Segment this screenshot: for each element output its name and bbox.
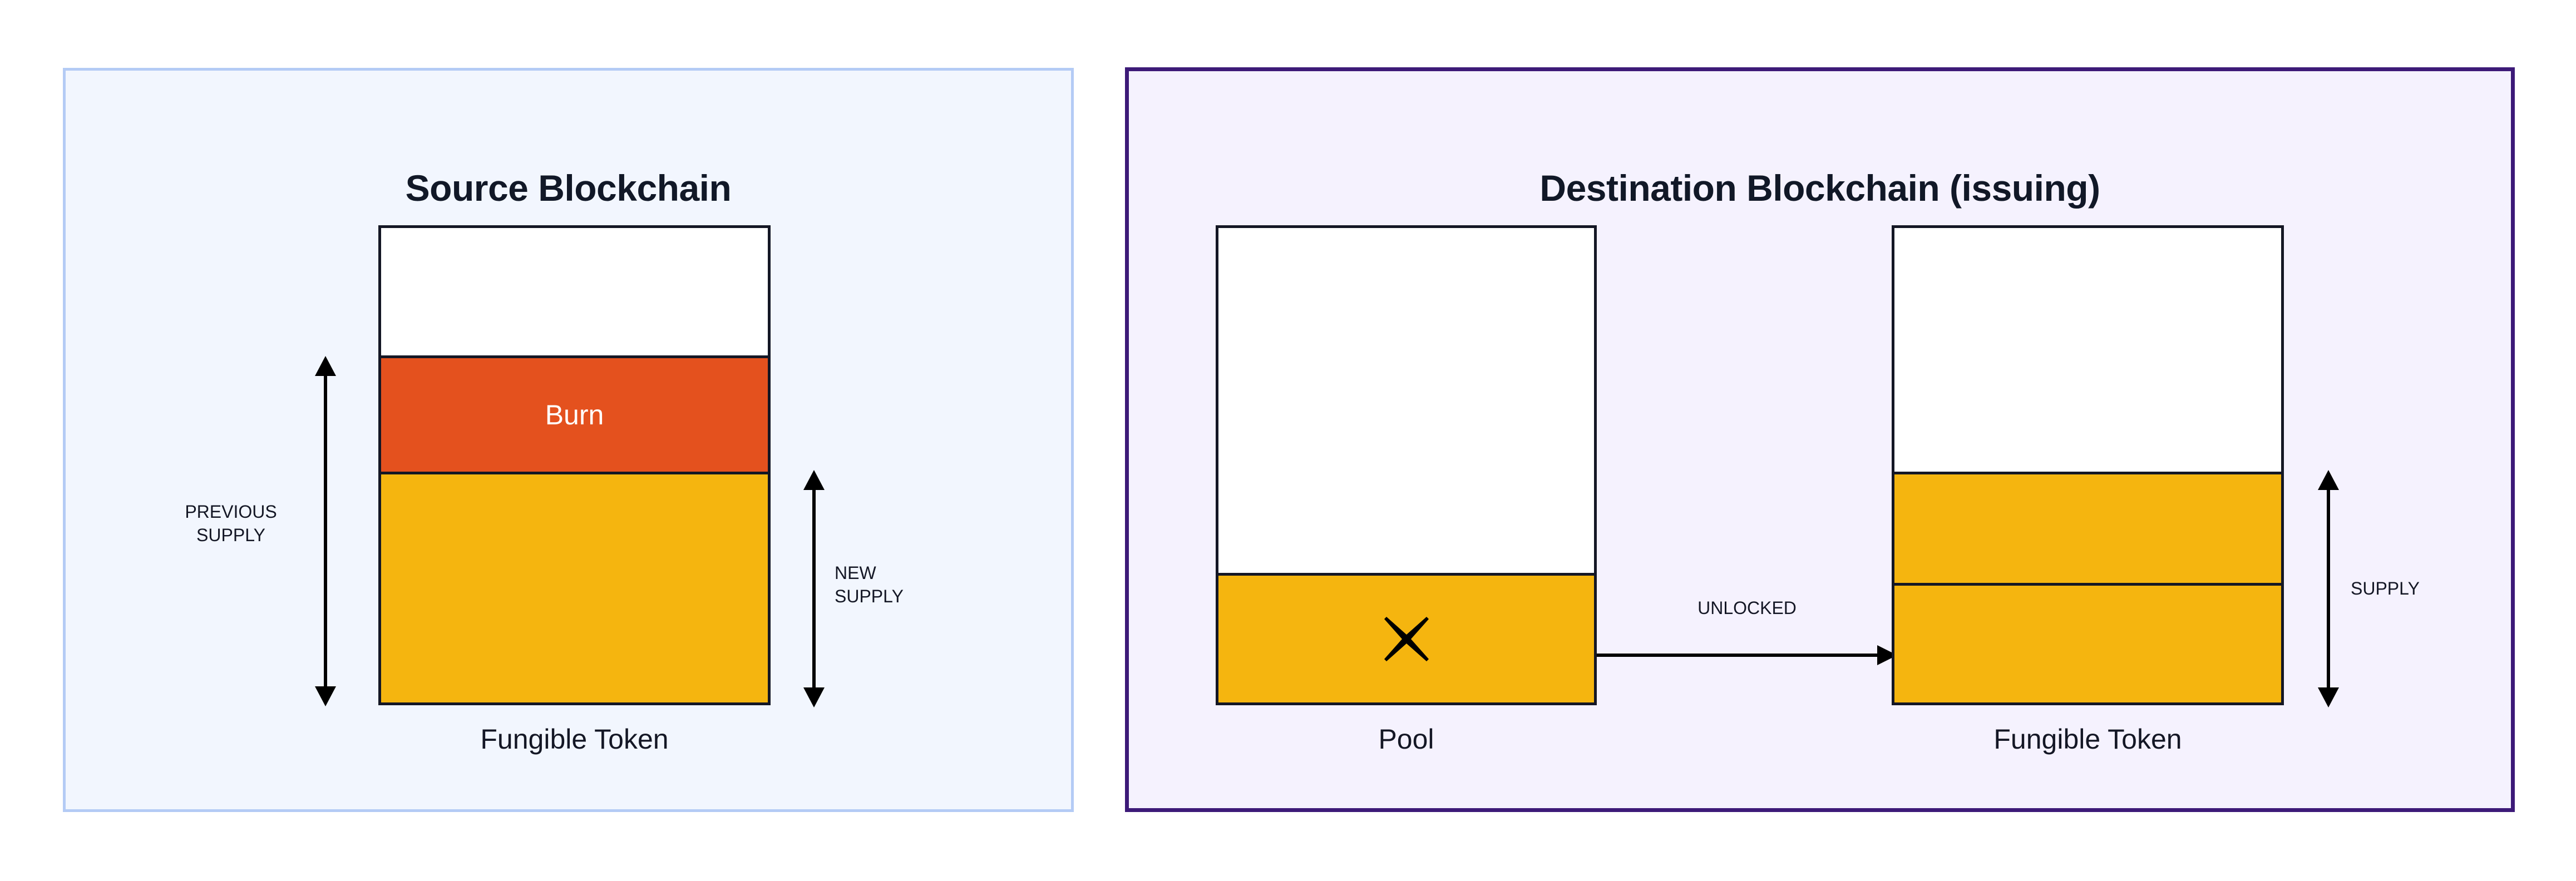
source-fungible-token-caption: Fungible Token [480,724,669,755]
destination-fungible-token-caption: Fungible Token [1993,724,2182,755]
source-token-segment-remaining-supply [381,472,768,702]
destination-fungible-token-box [1892,225,2284,705]
burn-segment-label: Burn [545,399,604,430]
pool-segment-locked [1218,573,1594,702]
pool-box [1216,225,1597,705]
unlocked-flow-arrow [1597,645,1897,665]
destination-token-segment-empty [1894,228,2281,472]
source-token-segment-burn: Burn [381,355,768,472]
unlocked-flow-label: UNLOCKED [1697,598,1797,618]
destination-panel-title: Destination Blockchain (issuing) [1539,167,2100,209]
previous-supply-measure-arrow [312,356,339,706]
source-fungible-token-box: Burn [378,225,771,705]
supply-measure-arrow [2315,470,2342,707]
pool-segment-empty [1218,228,1594,573]
source-panel-title: Source Blockchain [405,167,732,209]
new-supply-label: NEW SUPPLY [835,563,904,606]
supply-label: SUPPLY [2351,578,2420,598]
previous-supply-label: PREVIOUS SUPPLY [185,502,277,545]
destination-token-segment-unlocked-supply [1894,583,2281,702]
source-token-segment-empty [381,228,768,355]
x-mark-icon [1380,612,1433,666]
new-supply-measure-arrow [800,470,828,707]
destination-token-segment-existing-supply [1894,472,2281,583]
pool-caption: Pool [1378,724,1434,755]
